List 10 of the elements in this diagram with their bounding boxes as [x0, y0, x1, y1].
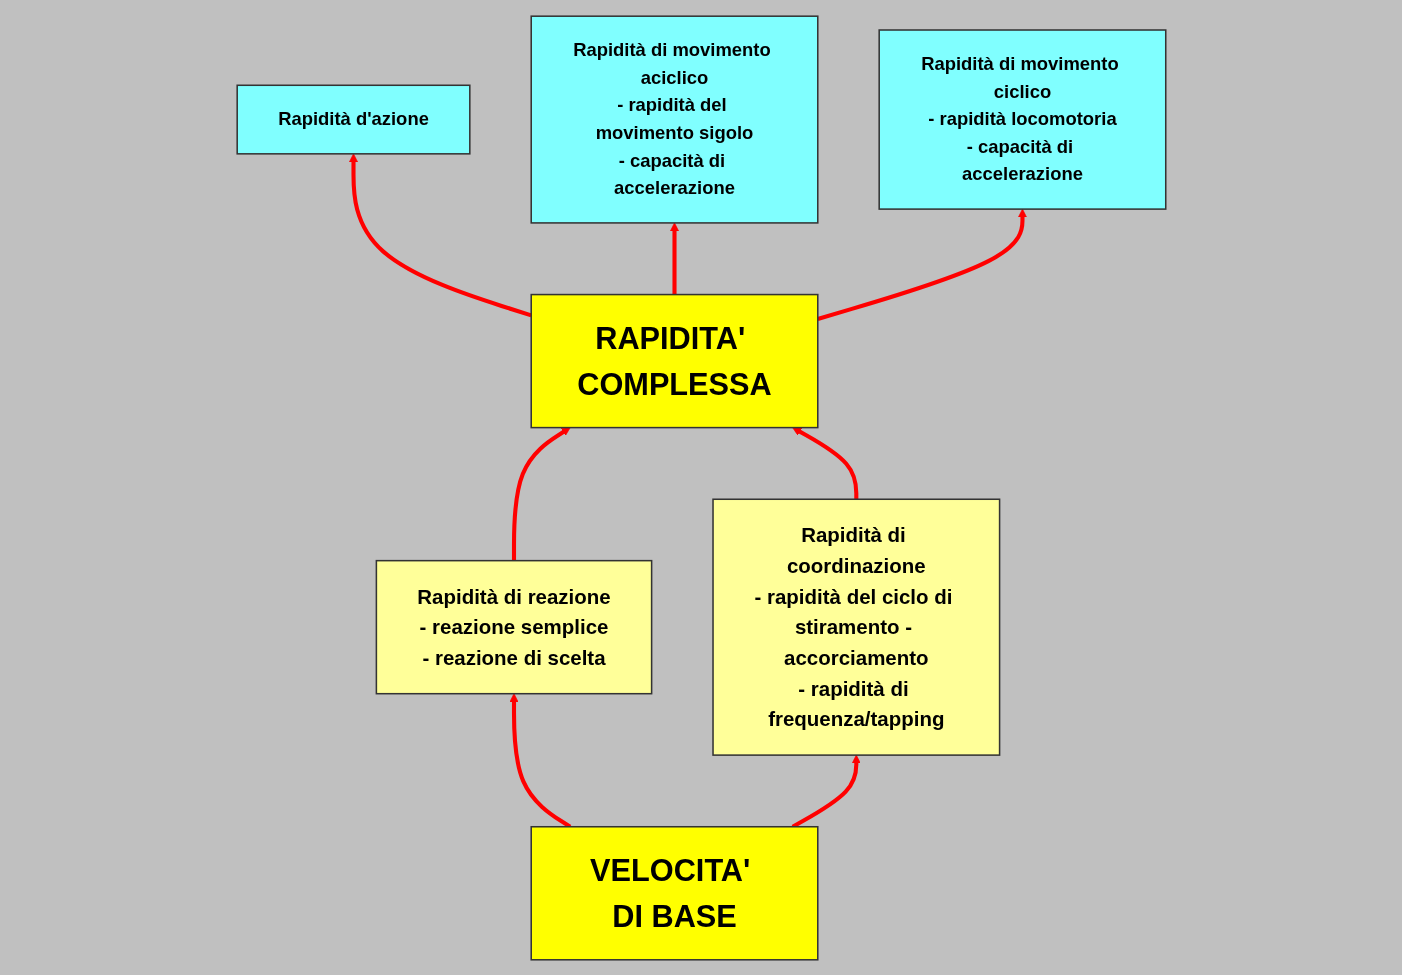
node-box: Rapidità di coordinazione - rapidità del ciclo di stiramento - accorciamento - rapidità di frequenza/tapping	[711, 498, 1000, 756]
node-box: Rapidità d'azione	[235, 84, 471, 155]
node-box: Rapidità di movimento aciclico - rapidità del movimento sigolo - capacità di accelerazione	[530, 14, 819, 224]
node-box: VELOCITA' DI BASE	[530, 825, 819, 961]
arrow	[791, 426, 858, 499]
arrow	[511, 426, 571, 561]
node-box: RAPIDITA' COMPLESSA	[530, 293, 819, 428]
arrow	[669, 222, 679, 295]
node-box: Rapidità di reazione - reazione semplice - reazione di scelta	[375, 559, 652, 694]
node-box: Rapidità di movimento ciclico - rapidità locomotoria - capacità di accelerazione	[877, 28, 1167, 210]
